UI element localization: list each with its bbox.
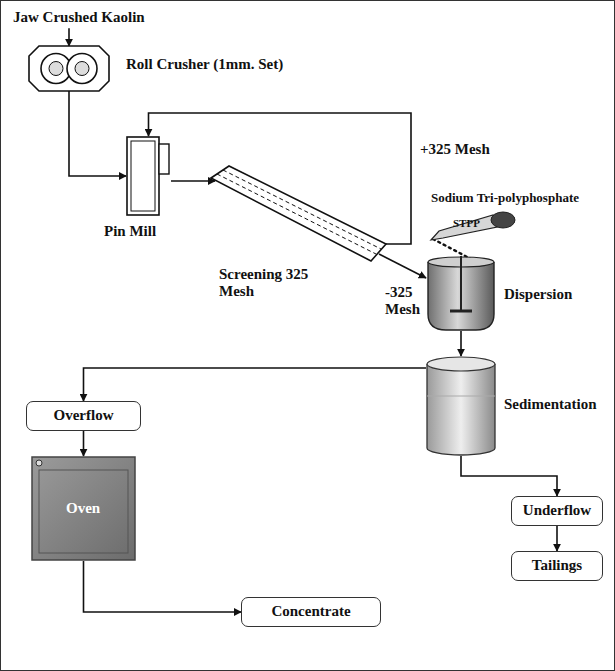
flow-arrow [84,561,242,612]
roll-crusher-symbol [29,46,109,91]
shape-part [49,62,63,76]
node-group: Oven [31,456,136,561]
equipment-label: Sodium Tri-polyphosphate [431,191,579,206]
flow-label: +325 Mesh [419,141,491,158]
equipment-label: Jaw Crushed Kaolin [13,9,145,26]
sedimentation-tank [426,356,496,456]
process-box: Overflow [26,401,141,431]
equipment-label: Oven [66,500,100,517]
shape-part [491,212,515,228]
shape-part [427,364,495,455]
shape-part [29,46,109,91]
equipment-label: Dispersion [504,286,572,303]
shape-part [223,170,381,249]
node-group: Dispersion [426,256,496,331]
box-label: Overflow [54,407,114,424]
node-group: Pin Mill [126,136,171,216]
shape-part [427,396,495,397]
box-label: Tailings [532,557,582,574]
process-box: Tailings [511,551,603,581]
node-group: Jaw Crushed Kaolin [13,9,163,29]
equipment-shape [29,46,109,91]
shape-part [39,470,128,553]
equipment-label: Pin Mill [104,223,156,240]
dispersion-tank [426,256,496,331]
flow-arrow [433,239,471,259]
shape-part [431,215,497,240]
node-group: Roll Crusher (1mm. Set) [29,46,109,91]
flow-arrow [69,91,126,176]
shape-part [427,357,495,371]
shape-part [460,256,462,311]
flow-arrow [461,456,557,496]
equipment-label: Sedimentation [504,396,597,413]
node-group: Screening 325 Mesh [211,166,391,261]
flow-arrow [460,331,462,356]
equipment-label: Screening 325 Mesh [219,266,319,301]
node-group: Sodium Tri-polyphosphateSTPP [431,191,606,246]
equipment-label: Roll Crusher (1mm. Set) [126,56,283,73]
flow-arrow [171,180,215,182]
box-label: Concentrate [271,603,350,620]
shape-part [36,460,42,466]
shape-part [450,310,472,313]
box-label: Underflow [523,502,591,519]
process-box: Concentrate [241,597,381,627]
flow-arrow [556,526,558,551]
flow-arrow [149,113,412,244]
equipment-label: STPP [453,217,480,230]
flow-label: -325 Mesh [384,284,426,319]
shape-part [32,457,135,560]
flow-arrow [84,368,427,401]
process-box: Underflow [511,496,603,526]
shape-part [217,174,376,254]
equipment-shape [426,356,496,456]
node-group: Sedimentation [426,356,496,456]
shape-part [131,141,155,211]
shape-part [75,62,89,76]
equipment-shape [211,166,391,261]
shape-part [211,166,386,261]
pin-mill-symbol [126,136,171,216]
flow-arrow [68,28,70,46]
equipment-shape [426,256,496,331]
flow-arrow [83,431,85,456]
screen-symbol [211,166,391,261]
shape-part [159,144,169,174]
equipment-shape [126,136,171,216]
flow-arrow [379,254,426,278]
shape-part [67,54,97,84]
shape-part [127,137,159,215]
